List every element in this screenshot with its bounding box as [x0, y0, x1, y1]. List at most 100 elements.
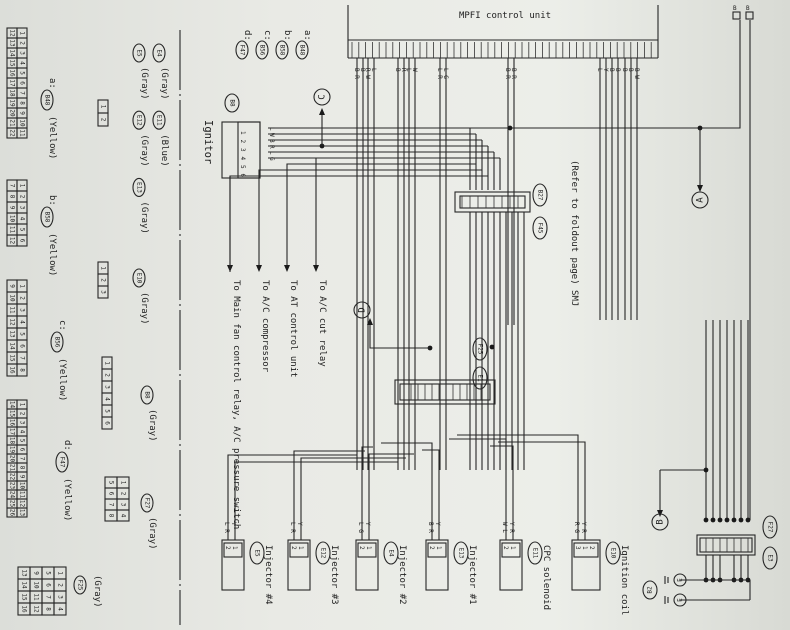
connector-grid-pin: 10	[33, 581, 40, 589]
ecu-connector-id-oval	[40, 89, 54, 111]
connector-grid-pin: 3	[120, 503, 127, 507]
ecu-connector-color: (Yellow)	[47, 233, 57, 276]
top-ref-id-id: B56	[259, 45, 266, 56]
connector-grid-pin: 1	[19, 31, 26, 35]
connector-grid-pin: 4	[19, 217, 26, 221]
connector-grid-pin: 8	[45, 607, 52, 611]
ecu-connector-id-oval	[50, 331, 64, 353]
connector-grid-cell	[17, 602, 31, 616]
connector-grid-pin: 9	[9, 206, 16, 210]
connector-grid-pin: 7	[9, 184, 16, 188]
legend-connector-oval	[152, 43, 166, 63]
legend-connector-id: E12	[136, 115, 143, 126]
wire-code: B	[608, 68, 615, 72]
device-E5-body	[221, 539, 245, 591]
wire-code: L G	[442, 68, 449, 79]
device-wire-color: Y	[364, 522, 371, 526]
connector-grid-pin: 3	[19, 51, 26, 55]
connector-grid-pin: 14	[9, 342, 16, 350]
wire-code: L	[370, 68, 377, 72]
wire-code: B R	[504, 68, 511, 79]
arrow-head	[367, 318, 373, 325]
smj-note: (Refer to foldout page) SMJ	[569, 160, 579, 306]
top-ref-prefix: c:	[262, 30, 272, 41]
connector-grid-pin: 11	[33, 593, 40, 601]
device-wire-color: L R	[223, 522, 230, 533]
off-page-ref-d: D	[358, 307, 368, 312]
connector-grid-pin: 7	[108, 503, 115, 507]
legend-connector-id: E4	[156, 49, 163, 57]
connector-grid-cell	[6, 127, 18, 139]
wire-code: R W	[364, 68, 371, 79]
legend-connector-id: F27	[144, 498, 151, 509]
ecu-connector-id-id: B48	[44, 95, 51, 106]
top-ref-id-oval	[255, 40, 269, 60]
device-E4-connector	[357, 542, 377, 558]
ground-connector	[696, 534, 756, 556]
connector-grid-pin: 15	[9, 410, 16, 418]
device-wire	[368, 453, 414, 540]
connector-grid-pin: 20	[9, 109, 16, 117]
connector-grid-pin: 4	[19, 61, 26, 65]
connector-grid-pin: 14	[9, 401, 16, 409]
wire-code: W	[411, 68, 418, 72]
connector-grid-pin: 1	[100, 266, 107, 270]
connector-grid-pin: 8	[19, 368, 26, 372]
connector-grid-pin: 16	[9, 419, 16, 427]
smj-connector-inner	[459, 195, 526, 209]
off-page-ref-a: A	[696, 197, 706, 203]
top-ref-prefix: a:	[302, 30, 312, 41]
connector-grid-cell	[97, 112, 109, 127]
connector-grid-pin: 16	[9, 366, 16, 374]
ecu-connector-id-oval	[40, 206, 54, 228]
connector-grid-pin: 5	[19, 71, 26, 75]
legend-connector-id: E10	[136, 273, 143, 284]
ground-e3-oval	[762, 546, 778, 570]
junction-dot	[703, 467, 709, 473]
connector-grid-pin: 1	[19, 284, 26, 288]
top-ref-id-oval	[275, 40, 289, 60]
connector-grid-pin: 3	[104, 385, 111, 389]
device-pin: 1	[365, 546, 372, 550]
connector-grid-pin: 11	[9, 226, 16, 234]
ecu-title: MPFI control unit	[459, 11, 551, 21]
arrow-head	[313, 265, 319, 272]
terminal-b1	[732, 11, 741, 20]
device-E5-oval-id: E5	[254, 549, 261, 557]
ecu-connector-id-oval	[55, 451, 69, 473]
connector-grid-pin: 10	[19, 482, 26, 490]
smj-f45-id: F45	[537, 223, 544, 234]
connector-grid-pin: 11	[19, 129, 26, 137]
connector-grid-pin: 10	[9, 294, 16, 302]
legend-color: (Gray)	[139, 292, 149, 325]
legend-connector-oval	[132, 177, 146, 197]
connector-grid-pin: 6	[108, 492, 115, 496]
connector-grid-cell	[6, 507, 18, 518]
connector-grid-pin: 16	[21, 605, 28, 613]
ignitor-wire-color: L	[268, 127, 275, 131]
connector-grid-pin: 1	[19, 403, 26, 407]
wire-code: B W	[633, 68, 640, 79]
connector-grid-pin: 5	[104, 409, 111, 413]
destination-label-2: To A/C compressor	[260, 280, 270, 373]
device-wire-color: W L	[501, 522, 508, 533]
connector-grid-pin: 6	[19, 239, 26, 243]
connector-grid-pin: 8	[19, 101, 26, 105]
arrow-head	[697, 185, 703, 192]
wire-code: B	[359, 68, 366, 72]
device-pin: 2	[290, 546, 297, 550]
connector-grid-pin: 15	[9, 354, 16, 362]
connector-grid-cell	[6, 363, 18, 377]
connector-grid-pin: 9	[33, 571, 40, 575]
device-E13-body	[425, 539, 449, 591]
wire-code: B	[621, 68, 628, 72]
connector-grid-pin: 17	[9, 79, 16, 87]
off-page-ref-circle	[691, 191, 709, 209]
connector-grid-pin: 12	[19, 500, 26, 508]
device-wire-color: R G	[573, 522, 580, 533]
legend-connector-oval	[140, 385, 154, 405]
junction-dot	[745, 517, 751, 523]
connector-grid-pin: 18	[9, 437, 16, 445]
terminal-label: B	[746, 5, 750, 12]
